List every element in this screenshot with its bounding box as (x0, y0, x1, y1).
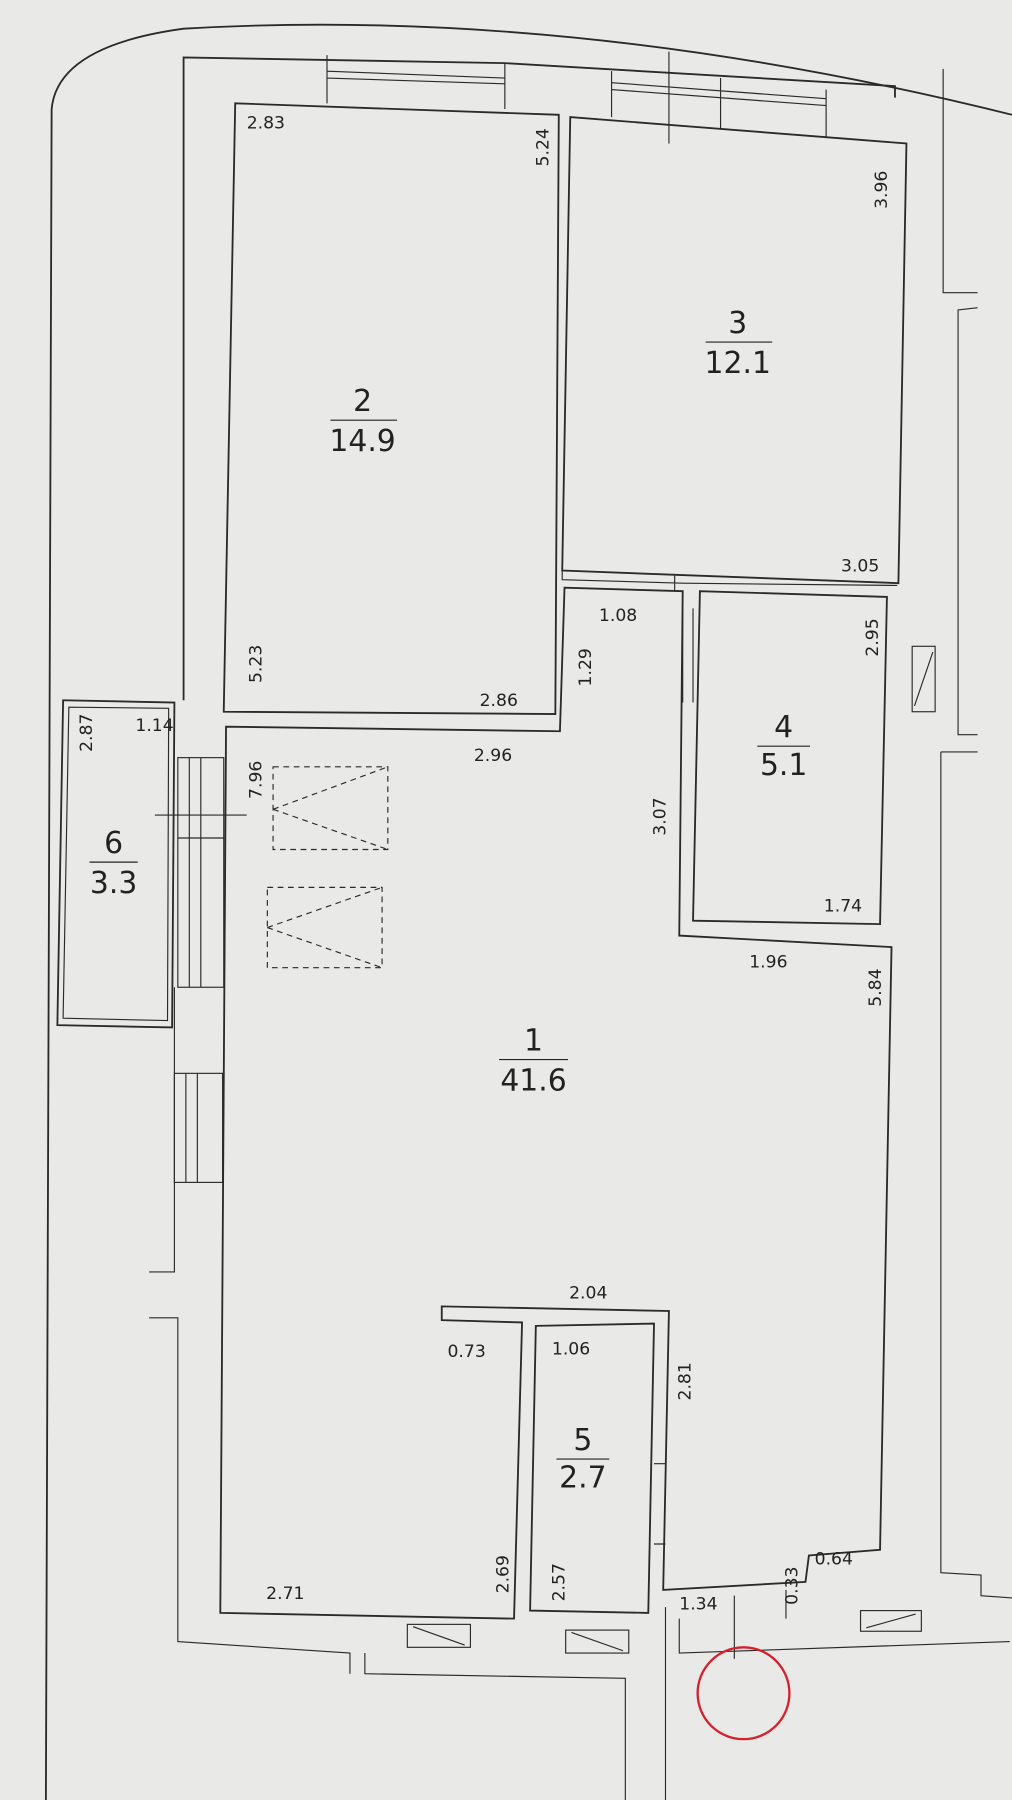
room-number: 5 (573, 1423, 592, 1458)
top-windows (326, 51, 827, 144)
room-number: 6 (104, 826, 123, 861)
corridor-wall (561, 570, 898, 703)
vent-icons (406, 645, 936, 1654)
room-number: 3 (728, 306, 747, 341)
dim-label: 2.04 (569, 1283, 607, 1303)
dim-label: 2.69 (493, 1555, 513, 1593)
dim-label: 0.73 (447, 1342, 485, 1362)
dim-label: 2.83 (247, 114, 285, 134)
dim-label: 3.05 (841, 557, 879, 577)
room-1 (219, 586, 893, 1620)
dim-label: 1.96 (749, 953, 787, 973)
dim-label: 5.84 (866, 968, 886, 1006)
room-number: 1 (524, 1023, 543, 1058)
dim-label: 3.96 (872, 171, 892, 209)
room-area: 41.6 (500, 1064, 566, 1099)
dim-label: 1.34 (679, 1594, 717, 1614)
dim-label: 2.57 (550, 1563, 570, 1601)
dim-label: 1.29 (576, 648, 596, 686)
room-number: 2 (353, 384, 372, 419)
room-label-3: 312.1 (705, 306, 773, 381)
dimension-labels: 2.83 5.24 5.23 2.86 3.96 3.05 1.08 1.29 … (77, 114, 892, 1615)
room-area: 12.1 (705, 346, 771, 381)
room-number: 4 (774, 710, 793, 745)
room-label-2: 214.9 (329, 384, 397, 459)
right-walls (940, 68, 1012, 1599)
page-edge (44, 23, 1012, 1800)
dim-label: 5.23 (247, 645, 267, 683)
dim-label: 2.71 (266, 1584, 304, 1604)
room-5 (529, 1322, 655, 1614)
room-area: 2.7 (559, 1461, 606, 1496)
dim-label: 7.96 (247, 761, 267, 799)
red-marker-circle (696, 1646, 791, 1741)
room-area: 5.1 (760, 748, 807, 783)
room-area: 3.3 (90, 866, 137, 901)
dim-label: 2.86 (480, 691, 518, 711)
furniture-appliances (266, 766, 389, 969)
dim-label: 0.64 (815, 1550, 853, 1570)
dim-label: 5.24 (533, 128, 553, 166)
dim-label: 1.06 (552, 1340, 590, 1360)
room-4 (692, 590, 888, 926)
room-6 (56, 699, 176, 1029)
room-5-wall (654, 1463, 666, 1545)
left-windows (149, 757, 1010, 1800)
dim-label: 1.08 (599, 606, 637, 626)
room-label-4: 45.1 (757, 710, 811, 783)
dim-label: 1.74 (824, 896, 862, 916)
room-label-5: 52.7 (556, 1423, 610, 1496)
room-3 (561, 116, 908, 585)
dim-label: 2.81 (676, 1362, 696, 1400)
room-label-1: 141.6 (499, 1023, 568, 1099)
dim-label: 0.33 (782, 1567, 802, 1605)
dim-label: 1.14 (135, 716, 173, 736)
room-6-inner (62, 706, 170, 1022)
dim-label: 2.95 (863, 618, 883, 656)
room-label-6: 63.3 (89, 826, 138, 901)
dim-label: 2.87 (77, 714, 97, 752)
room-2 (222, 102, 560, 715)
dim-label: 2.96 (474, 746, 512, 766)
dim-label: 3.07 (650, 797, 670, 835)
room-area: 14.9 (329, 424, 395, 459)
